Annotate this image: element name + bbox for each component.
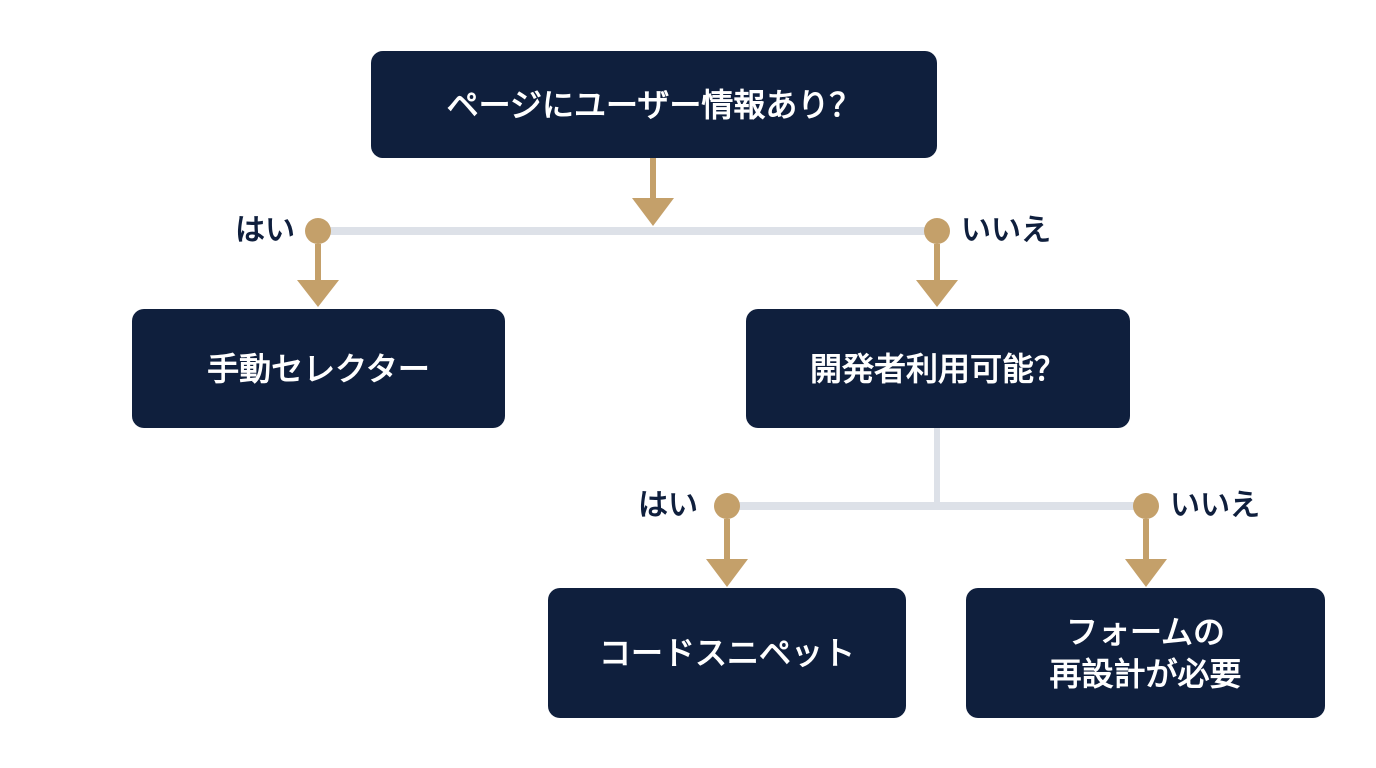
node-developer-question: 開発者利用可能？ <box>746 309 1130 428</box>
dev-no-arrowhead <box>1125 559 1167 587</box>
node-root-question: ページにユーザー情報あり？ <box>371 51 937 158</box>
root-no-dot <box>924 218 950 244</box>
label-dev-no: いいえ <box>1170 488 1260 523</box>
dev-no-dot <box>1133 493 1159 519</box>
node-code-snippet: コードスニペット <box>548 588 906 718</box>
label-root-yes: はい <box>235 213 295 248</box>
dev-yes-dot <box>714 493 740 519</box>
label-root-no: いいえ <box>961 213 1051 248</box>
root-down-arrowhead <box>632 198 674 226</box>
node-form-redesign: フォームの 再設計が必要 <box>966 588 1325 718</box>
node-manual-selector: 手動セレクター <box>132 309 505 428</box>
dev-yes-arrowhead <box>706 559 748 587</box>
root-yes-dot <box>305 218 331 244</box>
root-no-arrowhead <box>916 280 958 307</box>
root-yes-arrowhead <box>297 280 339 307</box>
label-dev-yes: はい <box>638 488 698 523</box>
